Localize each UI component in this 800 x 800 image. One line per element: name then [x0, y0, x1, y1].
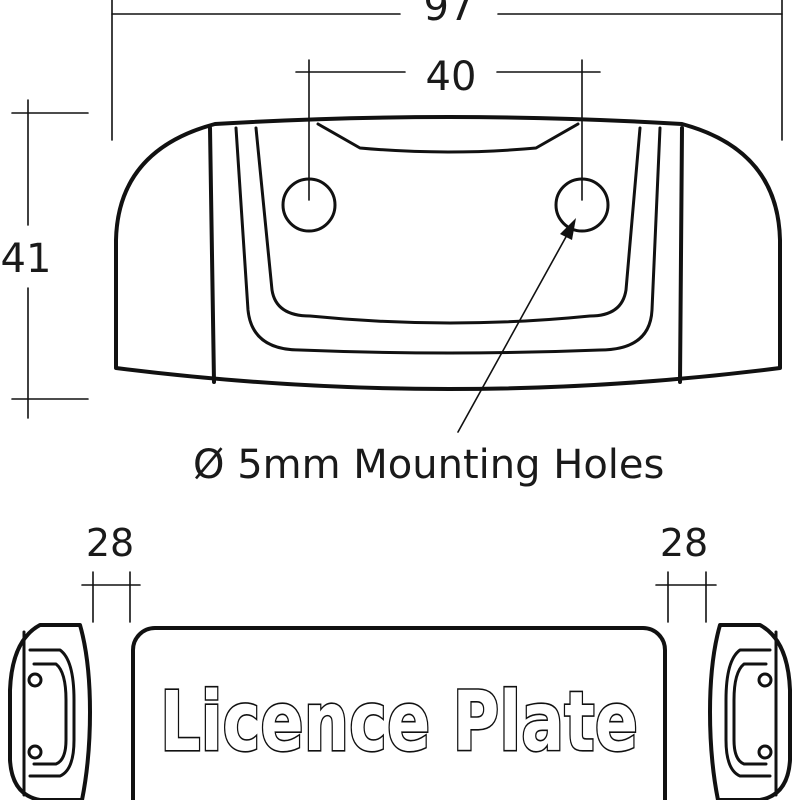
mounting-hole-right	[554, 177, 610, 233]
dimension-label-97: 97	[424, 0, 475, 30]
hole-callout-label: Ø 5mm Mounting Holes	[193, 442, 664, 488]
right-divider	[678, 126, 684, 384]
licence-plate: Licence Plate	[131, 626, 667, 800]
right-lamp-outline	[708, 623, 792, 800]
dimension-height: 41	[1, 99, 89, 419]
licence-plate-outline	[131, 626, 667, 800]
right-lamp	[708, 623, 792, 800]
top-notch	[316, 122, 580, 154]
right-lamp-hole-bottom	[757, 744, 773, 760]
inner-recess	[254, 126, 642, 325]
lamp-body	[114, 115, 782, 391]
right-lamp-hole-top	[757, 672, 773, 688]
dimension-label-41: 41	[1, 236, 52, 282]
left-lamp	[8, 623, 92, 800]
right-lamp-recess	[724, 648, 772, 778]
outer-recess	[234, 126, 662, 355]
dimension-right-offset: 28	[655, 521, 717, 623]
dimension-label-40: 40	[426, 54, 477, 100]
mounting-hole-left	[281, 177, 337, 233]
left-lamp-inner-recess	[32, 662, 68, 766]
callout-leader-line	[457, 225, 573, 433]
dimension-overall-width: 97	[111, 0, 783, 141]
left-lamp-hole-bottom	[27, 744, 43, 760]
left-divider	[208, 126, 216, 384]
lamp-outline	[114, 115, 782, 391]
dimension-label-right-28: 28	[660, 521, 708, 565]
left-lamp-hole-top	[27, 672, 43, 688]
dimension-hole-spacing: 40	[295, 54, 601, 201]
licence-plate-label: Licence Plate	[160, 675, 638, 770]
left-lamp-outline	[8, 623, 92, 800]
dimension-label-left-28: 28	[86, 521, 134, 565]
hole-callout: Ø 5mm Mounting Holes	[193, 218, 664, 488]
left-lamp-recess	[28, 648, 76, 778]
dimension-left-offset: 28	[81, 521, 141, 623]
callout-arrowhead	[560, 218, 576, 240]
right-lamp-inner-recess	[732, 662, 768, 766]
